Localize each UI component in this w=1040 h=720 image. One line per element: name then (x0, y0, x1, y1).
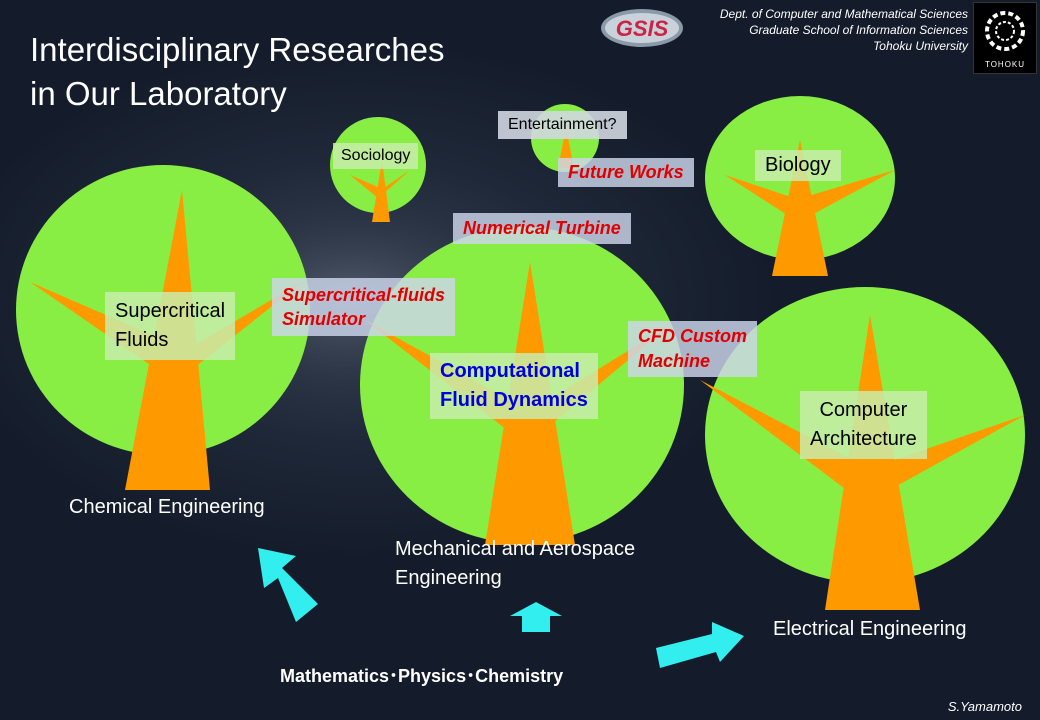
work-numerical-turbine: Numerical Turbine (453, 213, 631, 244)
field-mech-line-2: Engineering (395, 567, 502, 589)
label-supercritical-line-2: Fluids (115, 329, 169, 351)
label-computer-architecture: Computer Architecture (800, 391, 927, 459)
label-computer-line-1: Computer (819, 399, 908, 421)
work-future-works: Future Works (558, 158, 694, 187)
gsis-logo: GSIS (601, 9, 683, 47)
work-supercritical-simulator: Supercritical-fluids Simulator (272, 278, 456, 336)
work-cfd-machine-line-2: Machine (638, 351, 711, 371)
work-cfd-custom-machine: CFD Custom Machine (628, 321, 757, 377)
university-name: Tohoku University (873, 39, 968, 53)
arrow-electrical (656, 622, 744, 668)
label-entertainment: Entertainment? (498, 111, 627, 139)
title-line-1: Interdisciplinary Researches (30, 31, 445, 68)
label-cfd-line-1: Computational (440, 360, 580, 382)
label-supercritical-fluids: Supercritical Fluids (105, 292, 236, 360)
work-sc-sim-line-2: Simulator (282, 309, 366, 329)
work-cfd-machine-line-1: CFD Custom (638, 326, 747, 346)
tohoku-emblem-icon (985, 11, 1025, 51)
label-sociology: Sociology (333, 143, 419, 169)
tohoku-logo-text: TOHOKU (984, 60, 1026, 69)
field-mech-line-1: Mechanical and Aerospace (395, 538, 636, 560)
school-name: Graduate School of Information Sciences (749, 23, 968, 37)
arrow-chemical (258, 548, 318, 622)
label-biology: Biology (755, 150, 841, 181)
page-title: Interdisciplinary Researches in Our Labo… (30, 28, 445, 116)
author-credit: S.Yamamoto (947, 699, 1022, 714)
field-chemical-engineering: Chemical Engineering (69, 496, 265, 518)
department-info: Dept. of Computer and Mathematical Scien… (720, 6, 968, 54)
basis-disciplines: Mathematics･Physics･Chemistry (280, 666, 564, 686)
label-cfd: Computational Fluid Dynamics (430, 353, 598, 419)
tohoku-logo: TOHOKU (973, 2, 1037, 74)
label-supercritical-line-1: Supercritical (115, 300, 226, 322)
label-cfd-line-2: Fluid Dynamics (440, 389, 588, 411)
label-computer-line-2: Architecture (810, 428, 917, 450)
dept-name: Dept. of Computer and Mathematical Scien… (719, 7, 968, 21)
gsis-logo-text: GSIS (616, 16, 669, 41)
field-mechanical-aerospace: Mechanical and Aerospace Engineering (395, 535, 635, 593)
arrow-mechanical (510, 602, 562, 632)
field-electrical-engineering: Electrical Engineering (773, 618, 967, 640)
tree-biology (705, 96, 895, 276)
title-line-2: in Our Laboratory (30, 75, 287, 112)
work-sc-sim-line-1: Supercritical-fluids (282, 285, 446, 305)
